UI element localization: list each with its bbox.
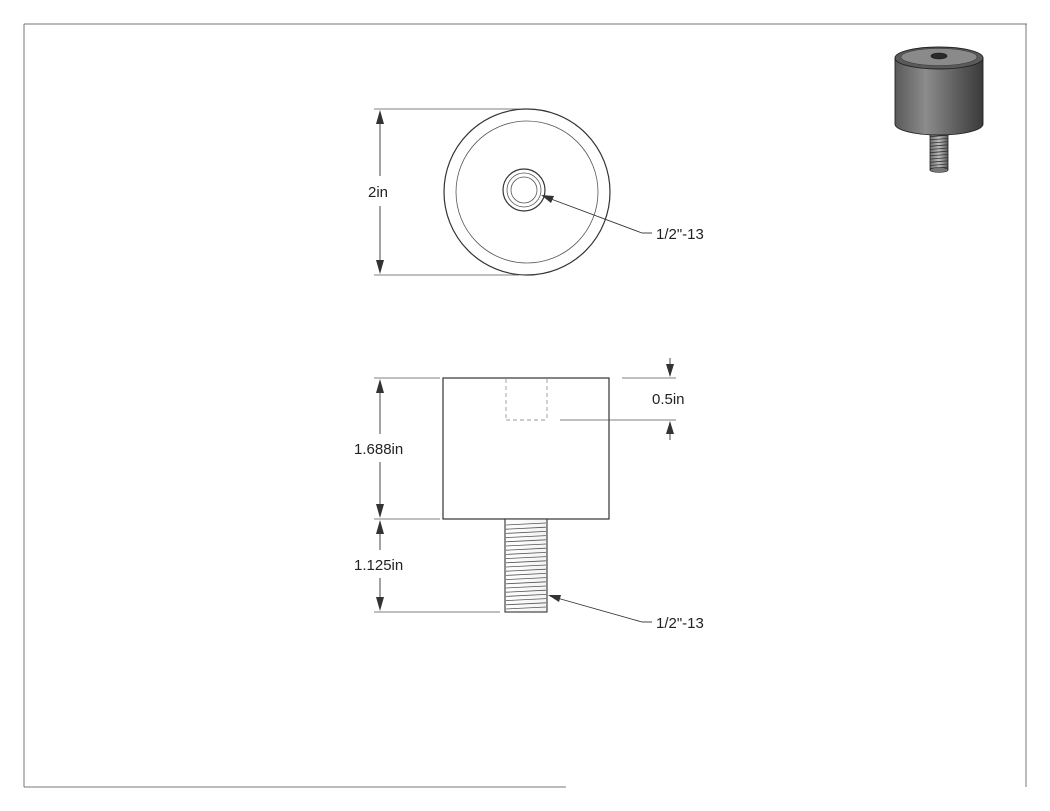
top-thread-label: 1/2"-13 xyxy=(656,226,704,243)
tapped-hole-outer xyxy=(502,168,546,212)
body-height-label: 1.688in xyxy=(354,441,403,458)
top-thread-callout: 1/2"-13 xyxy=(541,195,704,243)
cylinder-mount-iso-icon xyxy=(894,46,984,173)
hole-depth-label: 0.5in xyxy=(652,391,685,408)
sheet-frame xyxy=(23,23,1027,788)
diameter-dimension: 2in xyxy=(368,108,519,276)
stud-thread-label: 1/2"-13 xyxy=(656,615,704,632)
stud-length-dimension: 1.125in xyxy=(354,520,500,613)
hole-depth-dimension: 0.5in xyxy=(560,358,685,440)
stud-thread-callout: 1/2"-13 xyxy=(548,595,704,632)
body-outline xyxy=(442,377,610,520)
diameter-label: 2in xyxy=(368,184,388,201)
top-view: 2in 1/2"-13 xyxy=(368,108,704,276)
body-height-dimension: 1.688in xyxy=(354,377,440,520)
front-view: 1.688in 1.125in 0.5in 1/2"-13 xyxy=(354,358,704,632)
stud-length-label: 1.125in xyxy=(354,557,403,574)
threaded-stud xyxy=(504,518,548,613)
tapped-hole-minor xyxy=(510,176,538,204)
top-view-inner-circle xyxy=(455,120,599,264)
tapped-hole-thread xyxy=(506,172,542,208)
